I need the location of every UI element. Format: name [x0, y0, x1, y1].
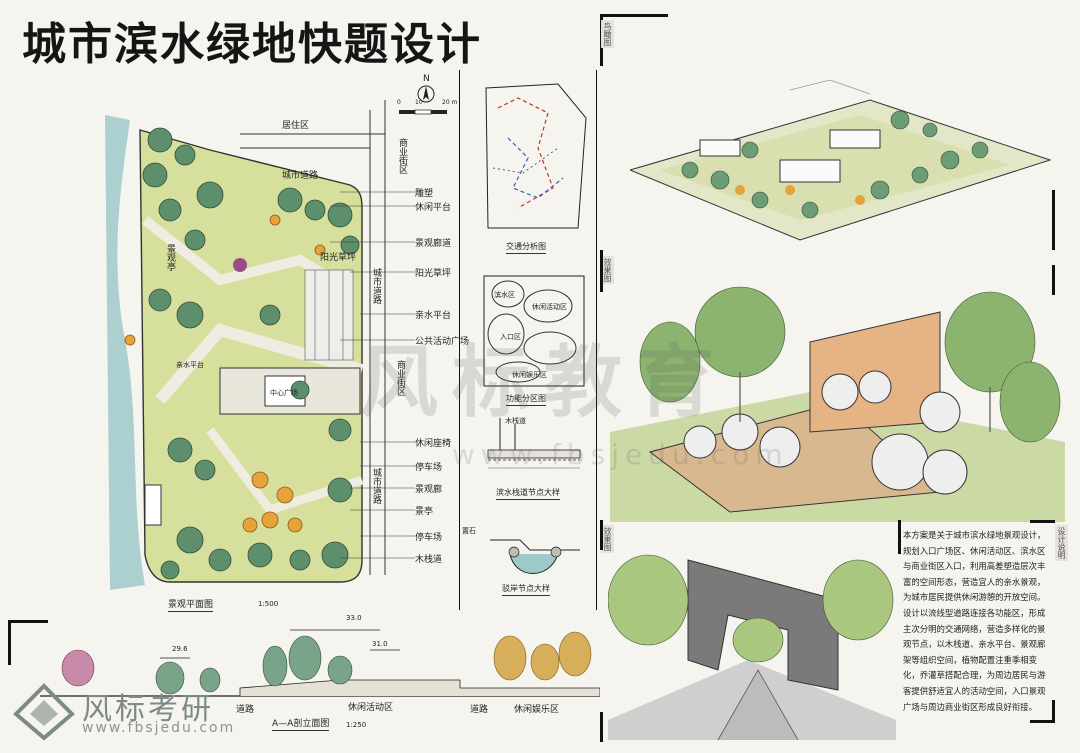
- perspective-view-2: [608, 554, 896, 740]
- callout: 休闲平台: [415, 203, 452, 213]
- frame-rule: [1052, 190, 1055, 250]
- elevation-b: 31.0: [372, 640, 388, 648]
- detail2-label: 置石: [462, 527, 476, 535]
- zone-label: 滨水区: [494, 291, 515, 299]
- detail2-caption: 驳岸节点大样: [502, 583, 550, 596]
- label-commercial-mid: 商业街区: [395, 360, 405, 396]
- perspective-view-1: [610, 286, 1065, 522]
- frame-rule: [898, 520, 901, 554]
- callout: 阳光草坪: [320, 253, 357, 263]
- zone-label: 休闲娱乐区: [512, 371, 547, 379]
- frame-rule: [600, 712, 603, 742]
- callout: 亲水平台: [415, 311, 452, 321]
- analysis-divider-left: [459, 70, 460, 610]
- callout: 雕塑: [415, 189, 434, 199]
- brand-name: 风标考研: [82, 692, 214, 727]
- traffic-analysis-diagram: [485, 83, 587, 229]
- frame-rule: [1052, 265, 1055, 295]
- section-zone: 休闲活动区: [348, 703, 394, 713]
- section-scale: 1:250: [346, 721, 367, 729]
- label-city-road-bottom: 城市道路: [371, 468, 381, 504]
- callout-leaders: [330, 191, 415, 559]
- watermark-url: www.fbsjedu.com: [452, 438, 789, 471]
- frame-rule: [600, 520, 603, 550]
- frame-rule: [1052, 700, 1055, 723]
- side-tag: 效果图: [601, 525, 614, 553]
- side-tag: 效果图: [601, 256, 614, 284]
- section-caption: A—A剖立面图: [272, 716, 330, 731]
- zone-label: 入口区: [500, 333, 521, 341]
- frame-rule: [8, 620, 48, 623]
- elevation-top: 33.0: [346, 614, 362, 622]
- title-rule: [600, 14, 668, 17]
- elevation-a: 29.6: [172, 645, 188, 653]
- zone-label: 休闲活动区: [532, 303, 567, 311]
- side-tag: 鸟瞰图: [601, 20, 614, 48]
- plan-scale: 1:500: [258, 600, 279, 608]
- section-zone: 休闲娱乐区: [514, 705, 560, 715]
- label-plaza: 中心广场: [270, 389, 298, 397]
- callout: 景观廊: [415, 485, 443, 495]
- section-elevation-drawing: [40, 629, 600, 697]
- side-tag: 设计说明: [1055, 525, 1068, 561]
- section-zone: 道路: [470, 705, 489, 715]
- brand-url: www.fbsjedu.com: [82, 720, 236, 736]
- frame-rule: [1030, 720, 1055, 723]
- callout: 停车场: [415, 463, 443, 473]
- scale-zero: 0: [397, 99, 401, 106]
- scale-twenty: 20 m: [442, 99, 458, 106]
- callout: 景观廊道: [415, 239, 452, 249]
- north-arrow-icon: [417, 85, 435, 103]
- label-city-road-mid: 城市道路: [371, 268, 381, 304]
- analysis-divider-right: [596, 70, 597, 610]
- callout: 休闲座椅: [415, 439, 452, 449]
- design-description: 本方案是关于城市滨水绿地景观设计，规划入口广场区、休闲活动区、滨水区与商业街区入…: [903, 530, 1046, 712]
- label-residential: 居住区: [282, 121, 310, 131]
- callout: 停车场: [415, 533, 443, 543]
- label-dock: 亲水平台: [176, 361, 204, 369]
- frame-rule: [1030, 520, 1055, 523]
- callout: 公共活动广场: [415, 337, 470, 347]
- north-label: N: [423, 74, 430, 84]
- sheet-title: 城市滨水绿地快题设计: [22, 19, 482, 70]
- zoning-diagram: [483, 275, 585, 387]
- callout: 阳光草坪: [415, 269, 452, 279]
- label-pavilion: 景观亭: [165, 244, 175, 271]
- frame-rule: [8, 620, 11, 665]
- detail-section-1: [487, 418, 581, 469]
- detail1-caption: 滨水栈道节点大样: [496, 487, 560, 500]
- scale-ten: 10: [415, 99, 423, 106]
- frame-rule: [600, 250, 603, 292]
- scale-bar: [399, 109, 447, 115]
- zoning-caption: 功能分区图: [506, 393, 546, 406]
- label-commercial-top: 商业街区: [397, 138, 407, 174]
- site-plan-drawing: [105, 100, 386, 590]
- traffic-caption: 交通分析图: [506, 241, 546, 254]
- watermark: 风标教育: [360, 338, 729, 428]
- callout: 景亭: [415, 507, 434, 517]
- label-city-road-top: 城市道路: [282, 171, 319, 181]
- detail1-label: 木栈道: [505, 417, 526, 425]
- section-zone: 道路: [236, 705, 255, 715]
- callout: 木栈道: [415, 555, 443, 565]
- aerial-view-drawing: [630, 80, 1052, 241]
- detail-section-2: [490, 539, 580, 574]
- brand-logo-icon: [13, 683, 75, 741]
- plan-caption: 景观平面图: [168, 597, 214, 612]
